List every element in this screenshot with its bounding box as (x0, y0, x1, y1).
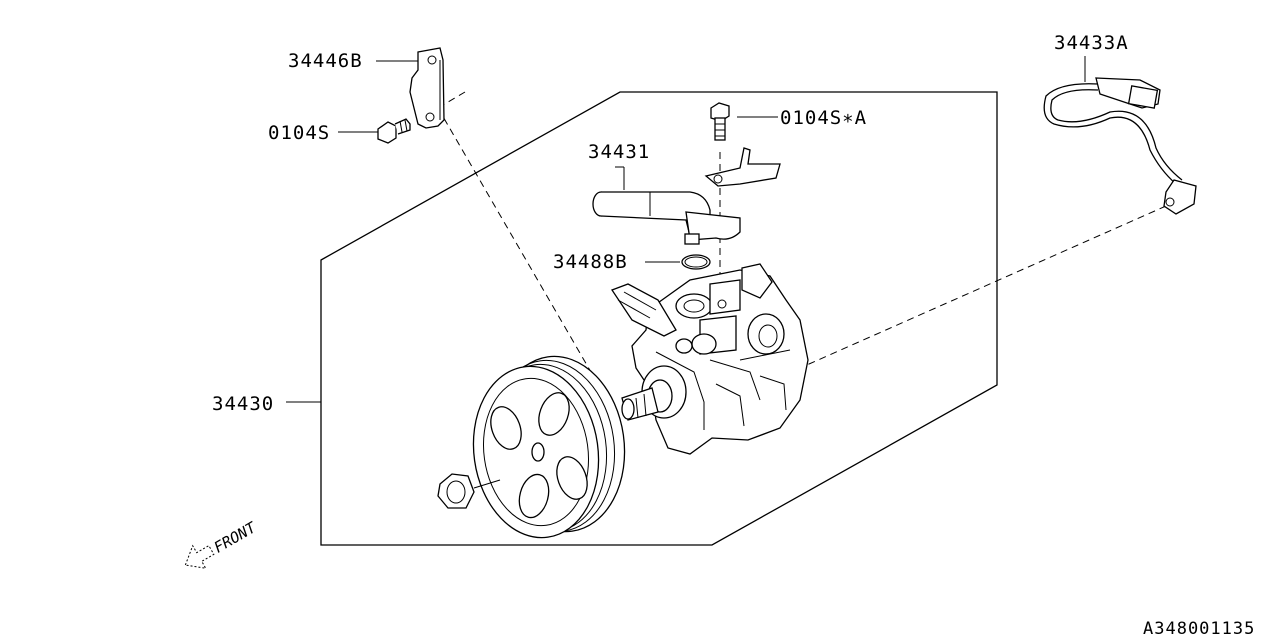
pipe-34431[interactable] (592, 147, 781, 245)
front-label: FRONT (211, 518, 260, 557)
bolt-0104S-A[interactable] (710, 102, 730, 141)
label-0104S-A[interactable]: 0104S∗A (780, 107, 867, 129)
label-34430[interactable]: 34430 (212, 393, 274, 415)
sensor-34433A[interactable] (1043, 77, 1197, 215)
o-ring-34488B[interactable] (681, 254, 711, 270)
label-0104S[interactable]: 0104S (268, 122, 330, 144)
pulley-nut[interactable] (437, 473, 501, 509)
leader-lines (286, 56, 1086, 403)
assembly-boundary (320, 91, 998, 546)
pump-body-34430[interactable] (611, 263, 809, 455)
front-indicator: FRONT (184, 518, 260, 569)
bolt-0104S[interactable] (377, 118, 411, 144)
label-34433A[interactable]: 34433A (1054, 32, 1129, 54)
reference-code: A348001135 (1143, 619, 1255, 639)
label-34488B[interactable]: 34488B (553, 251, 628, 273)
bracket-34446B[interactable] (409, 47, 445, 129)
label-34431[interactable]: 34431 (588, 141, 650, 163)
label-34446B[interactable]: 34446B (288, 50, 363, 72)
pulley[interactable] (463, 348, 636, 546)
o-ring-inner (684, 256, 708, 268)
front-arrow-icon (184, 544, 215, 569)
